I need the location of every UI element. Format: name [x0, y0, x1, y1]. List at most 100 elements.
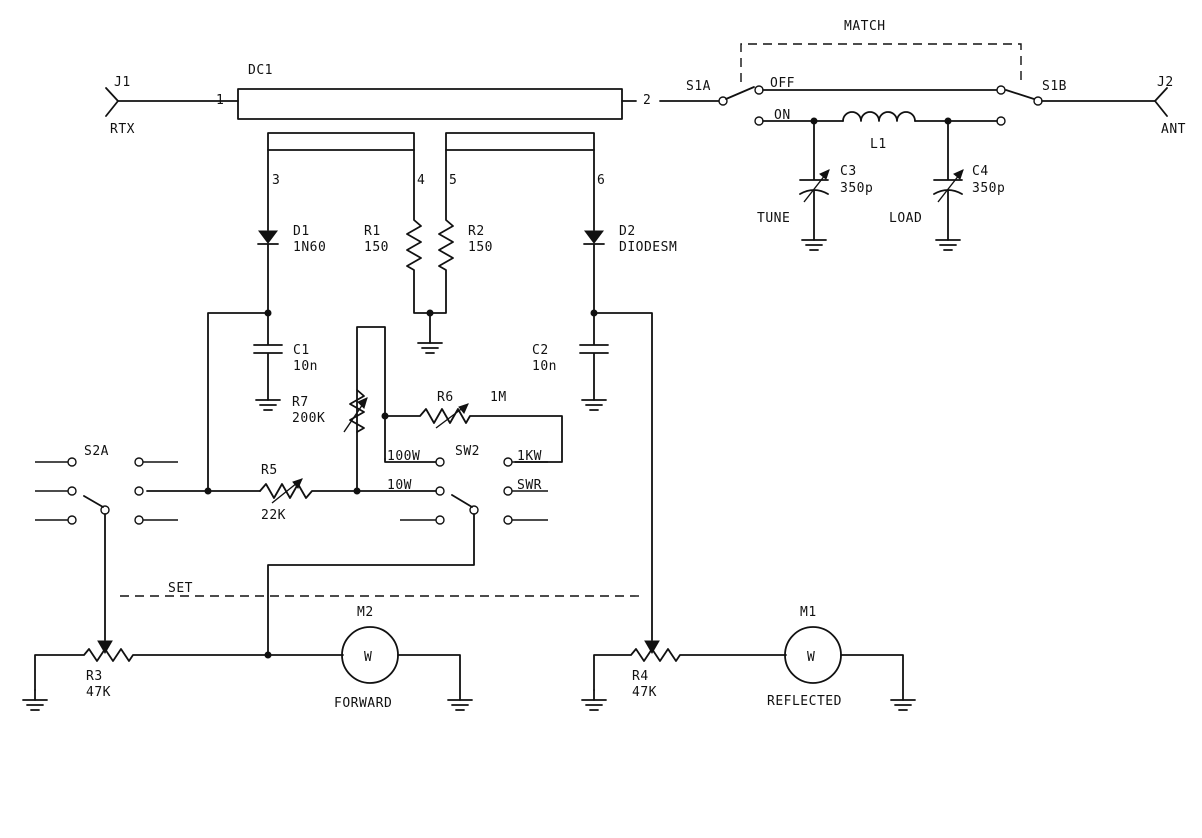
sw2-contact-swr[interactable] [503, 486, 513, 496]
s1b-blade[interactable] [1005, 89, 1035, 100]
dc1-ref: DC1 [248, 63, 273, 78]
s2a-contact-3[interactable] [67, 515, 77, 525]
ground-r3 [22, 699, 48, 711]
j1-ref: J1 [114, 75, 131, 90]
c2-ref: C2 [532, 343, 549, 358]
s2a-contact-5[interactable] [134, 486, 144, 496]
c4-ref: C4 [972, 164, 989, 179]
match-title: MATCH [844, 19, 886, 34]
s2a-contact-2[interactable] [67, 486, 77, 496]
ground-r4 [581, 699, 607, 711]
wire-refl-to-r4 [593, 312, 653, 641]
s1b-on-contact [996, 116, 1006, 126]
r7-ref: R7 [292, 395, 309, 410]
sw2-10w: 10W [387, 478, 412, 493]
d1-ref: D1 [293, 224, 310, 239]
r2-ref: R2 [468, 224, 485, 239]
dc1-pin4: 4 [417, 173, 425, 188]
s1a-blade[interactable] [725, 86, 755, 100]
c4-label: LOAD [889, 211, 922, 226]
sw2-ref: SW2 [455, 444, 480, 459]
r7-value: 200K [292, 411, 325, 426]
sw2-swr: SWR [517, 478, 542, 493]
r3-ref: R3 [86, 669, 103, 684]
sense-line-forward [267, 132, 415, 151]
resistor-r4 [593, 648, 787, 691]
r6-ref: R6 [437, 390, 454, 405]
c1-ref: C1 [293, 343, 310, 358]
m2-label: FORWARD [334, 696, 392, 711]
wire-sw2-100w [384, 458, 437, 463]
sw2-contact-10w[interactable] [435, 486, 445, 496]
wire-m2-gnd [397, 654, 461, 701]
dc1-pin5: 5 [449, 173, 457, 188]
resistor-r5 [259, 478, 437, 504]
junction-m2 [264, 651, 272, 659]
s1b-common[interactable] [1033, 96, 1043, 106]
r4-wiper-arrow [644, 640, 660, 654]
set-label: SET [168, 581, 193, 596]
j2-ref: J2 [1157, 75, 1174, 90]
r3-wiper-arrow [97, 640, 113, 654]
r4-value: 47K [632, 685, 657, 700]
j1-connector [105, 87, 119, 117]
c4-value: 350p [972, 181, 1005, 196]
d2-value: DIODESM [619, 240, 677, 255]
sw2-contact-1kw[interactable] [503, 457, 513, 467]
dc1-pin2: 2 [643, 93, 651, 108]
r1-ref: R1 [364, 224, 381, 239]
c3-ref: C3 [840, 164, 857, 179]
resistor-r1 [406, 149, 431, 314]
diode-d1 [257, 149, 279, 314]
dc1-pin3: 3 [272, 173, 280, 188]
r4-ref: R4 [632, 669, 649, 684]
d2-ref: D2 [619, 224, 636, 239]
diode-d2 [583, 149, 605, 314]
m2-ref: M2 [357, 605, 374, 620]
wire-r7-top [356, 326, 386, 492]
sw2-blade[interactable] [267, 494, 475, 656]
capacitor-c1 [253, 312, 283, 411]
m1-ref: M1 [800, 605, 817, 620]
sw2-contact-100w[interactable] [435, 457, 445, 467]
dc1-pin6: 6 [597, 173, 605, 188]
resistor-r2 [429, 149, 454, 314]
c1-value: 10n [293, 359, 318, 374]
s2a-blade[interactable] [83, 495, 106, 641]
c2-value: 10n [532, 359, 557, 374]
s1b-off-contact [996, 85, 1006, 95]
sw2-contact-open[interactable] [435, 515, 445, 525]
capacitor-c2 [579, 312, 609, 411]
match-enclosure [740, 43, 1022, 82]
c3-value: 350p [840, 181, 873, 196]
s2a-contact-4[interactable] [134, 457, 144, 467]
ground-m2 [447, 699, 473, 711]
s1a-common[interactable] [718, 96, 728, 106]
s2a-stubs [35, 461, 178, 521]
resistor-r3 [34, 648, 344, 691]
ground-r1-r2 [417, 342, 443, 354]
ground-m1 [890, 699, 916, 711]
junction-r5-r7 [353, 487, 361, 495]
dc1-coupler [237, 88, 623, 120]
sw2-contact-open2[interactable] [503, 515, 513, 525]
j1-label: RTX [110, 122, 135, 137]
capacitor-c3-tune [799, 120, 830, 251]
r2-value: 150 [468, 240, 493, 255]
s2a-ref: S2A [84, 444, 109, 459]
off-label: OFF [770, 76, 795, 91]
j2-connector [1154, 87, 1168, 117]
r6-value: 1M [490, 390, 507, 405]
j2-label: ANT [1161, 122, 1186, 137]
s1a-off-contact [754, 85, 764, 95]
c3-label: TUNE [757, 211, 790, 226]
r5-ref: R5 [261, 463, 278, 478]
s1b-ref: S1B [1042, 79, 1067, 94]
s2a-contact-6[interactable] [134, 515, 144, 525]
s1a-ref: S1A [686, 79, 711, 94]
junction-s2a [204, 487, 212, 495]
r3-value: 47K [86, 685, 111, 700]
sw2-100w: 100W [387, 449, 420, 464]
s2a-contact-1[interactable] [67, 457, 77, 467]
dc1-pin1: 1 [216, 93, 224, 108]
